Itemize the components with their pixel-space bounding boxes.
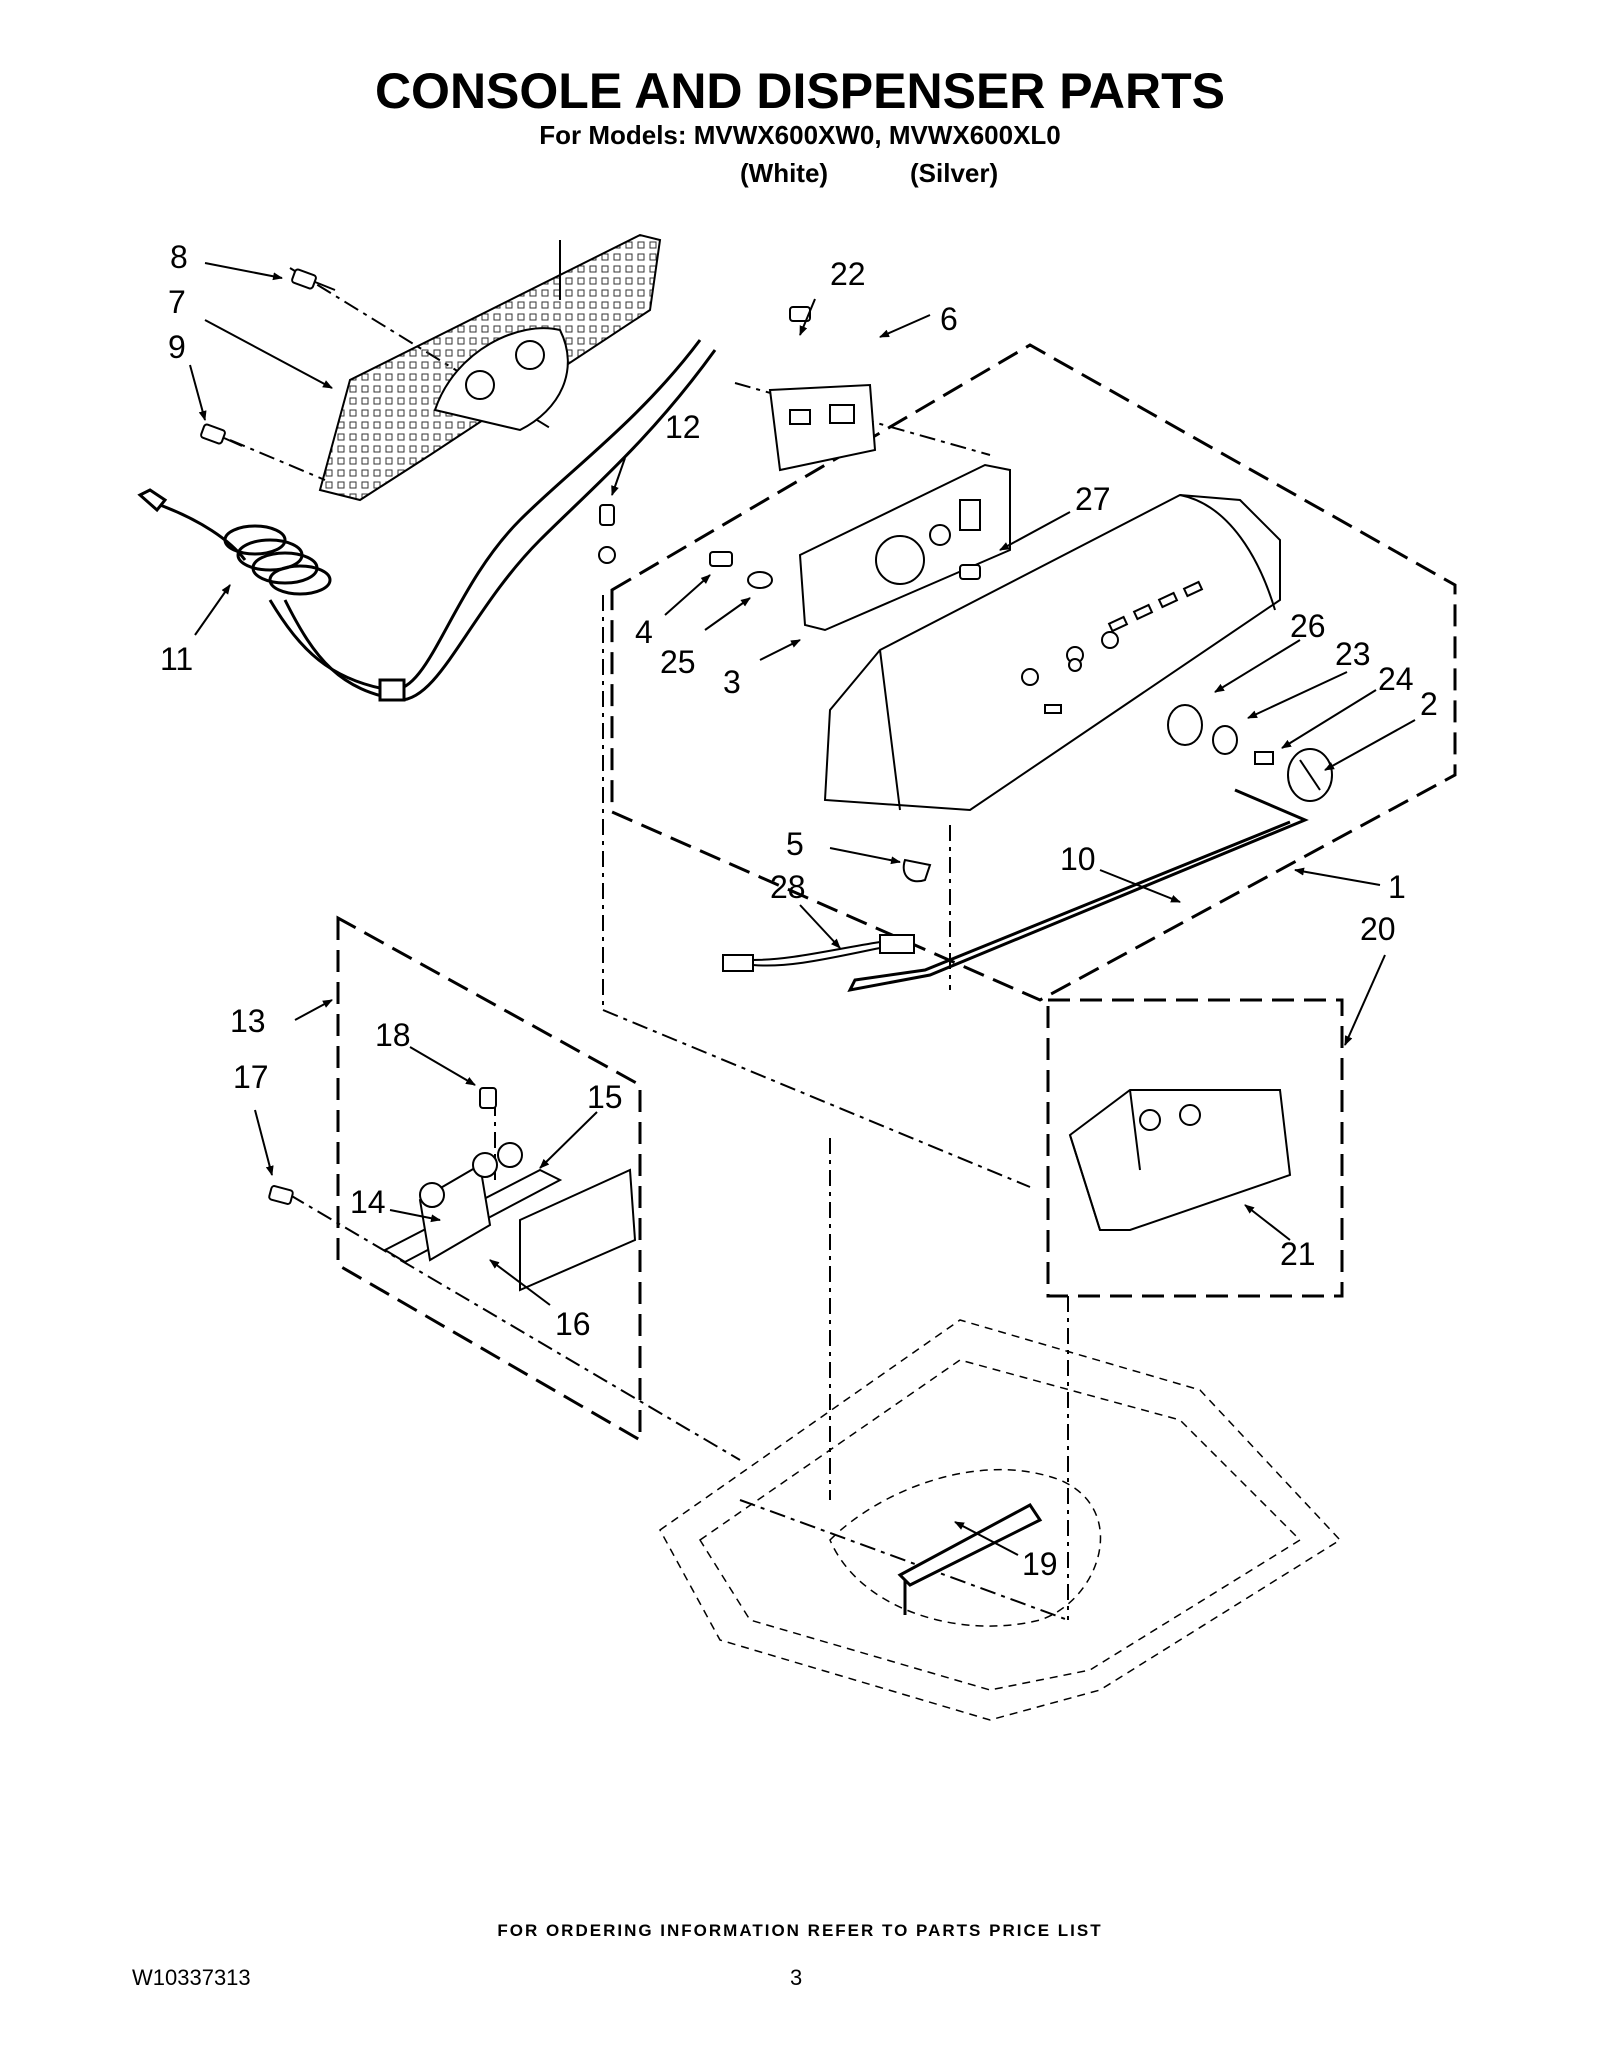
callout-27: 27	[1075, 481, 1111, 517]
callout-12: 12	[665, 409, 701, 445]
callout-17: 17	[233, 1059, 269, 1095]
callout-20: 20	[1360, 911, 1396, 947]
screw-4	[709, 551, 733, 567]
callout-11: 11	[160, 641, 193, 677]
callout-22: 22	[830, 256, 866, 292]
callout-28: 28	[770, 869, 806, 905]
variant-white: (White)	[740, 158, 829, 188]
clip-5	[902, 858, 932, 883]
inlet-valve	[382, 1142, 637, 1292]
wire-harness	[722, 934, 915, 972]
callout-5: 5	[786, 826, 804, 862]
callout-14: 14	[350, 1184, 386, 1220]
bezel-strip	[847, 788, 1309, 993]
callout-2: 2	[1420, 686, 1438, 722]
callout-16: 16	[555, 1306, 591, 1342]
callout-21: 21	[1280, 1236, 1316, 1272]
control-board	[768, 383, 877, 472]
power-cord	[137, 339, 717, 702]
variant-silver: (Silver)	[910, 158, 999, 188]
page-title: CONSOLE AND DISPENSER PARTS	[374, 63, 1226, 119]
callout-25: 25	[660, 644, 696, 680]
control-board-mount	[798, 463, 1011, 632]
rear-console-panel	[318, 233, 662, 502]
callout-13: 13	[230, 1003, 266, 1039]
screw-9	[200, 423, 243, 447]
screw-17	[268, 1185, 294, 1205]
models-subtitle: For Models: MVWX600XW0, MVWX600XL0	[539, 120, 1061, 150]
callout-9: 9	[168, 329, 186, 365]
dispenser-drawer	[1068, 1089, 1292, 1231]
console-housing	[823, 493, 1281, 812]
callout-6: 6	[940, 301, 958, 337]
knob-assembly	[1167, 704, 1333, 802]
callout-4: 4	[635, 614, 653, 650]
page-number: 3	[790, 1965, 803, 1990]
callout-24: 24	[1378, 661, 1414, 697]
part-25	[747, 571, 773, 589]
callout-26: 26	[1290, 608, 1326, 644]
callout-1: 1	[1388, 869, 1406, 905]
callout-7: 7	[168, 284, 186, 320]
screw-27	[959, 564, 981, 580]
ordering-note: FOR ORDERING INFORMATION REFER TO PARTS …	[497, 1921, 1103, 1940]
screw-8	[291, 268, 336, 291]
document-number: W10337313	[132, 1965, 251, 1990]
valve-assembly-box	[336, 915, 642, 1443]
console-assembly-box	[610, 343, 1457, 1002]
dispenser-box	[1046, 998, 1344, 1298]
callout-23: 23	[1335, 636, 1371, 672]
callout-3: 3	[723, 664, 741, 700]
screw-18	[479, 1087, 497, 1109]
ground-screw-12	[598, 504, 616, 564]
callout-18: 18	[375, 1017, 411, 1053]
screw-22	[789, 306, 811, 322]
top-cover	[659, 1319, 1342, 1721]
callout-10: 10	[1060, 841, 1096, 877]
callout-8: 8	[170, 239, 188, 275]
callout-15: 15	[587, 1079, 623, 1115]
bracket-19	[897, 1503, 1043, 1615]
callout-19: 19	[1022, 1546, 1058, 1582]
